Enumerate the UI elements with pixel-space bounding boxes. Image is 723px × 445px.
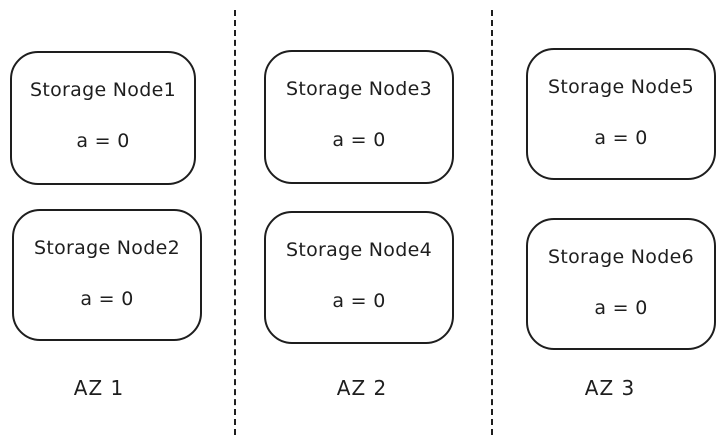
- storage-node-2: Storage Node2 a = 0: [12, 209, 202, 341]
- storage-node-3: Storage Node3 a = 0: [264, 50, 454, 184]
- storage-node-4: Storage Node4 a = 0: [264, 211, 454, 344]
- node-name: Storage Node5: [548, 76, 694, 98]
- zone-divider-1: [234, 10, 236, 435]
- node-name: Storage Node1: [30, 79, 176, 101]
- node-value: a = 0: [80, 288, 134, 310]
- node-value: a = 0: [332, 290, 386, 312]
- node-value: a = 0: [594, 127, 648, 149]
- node-name: Storage Node4: [286, 239, 432, 261]
- zone-label-az1: AZ 1: [73, 376, 125, 400]
- node-name: Storage Node2: [34, 237, 180, 259]
- node-name: Storage Node3: [286, 78, 432, 100]
- node-value: a = 0: [594, 297, 648, 319]
- node-value: a = 0: [332, 129, 386, 151]
- zone-label-az3: AZ 3: [584, 376, 636, 400]
- storage-node-1: Storage Node1 a = 0: [10, 51, 196, 185]
- zone-label-az2: AZ 2: [336, 376, 388, 400]
- storage-node-6: Storage Node6 a = 0: [526, 218, 716, 350]
- storage-node-5: Storage Node5 a = 0: [526, 48, 716, 180]
- node-name: Storage Node6: [548, 246, 694, 268]
- zone-divider-2: [491, 10, 493, 435]
- node-value: a = 0: [76, 130, 130, 152]
